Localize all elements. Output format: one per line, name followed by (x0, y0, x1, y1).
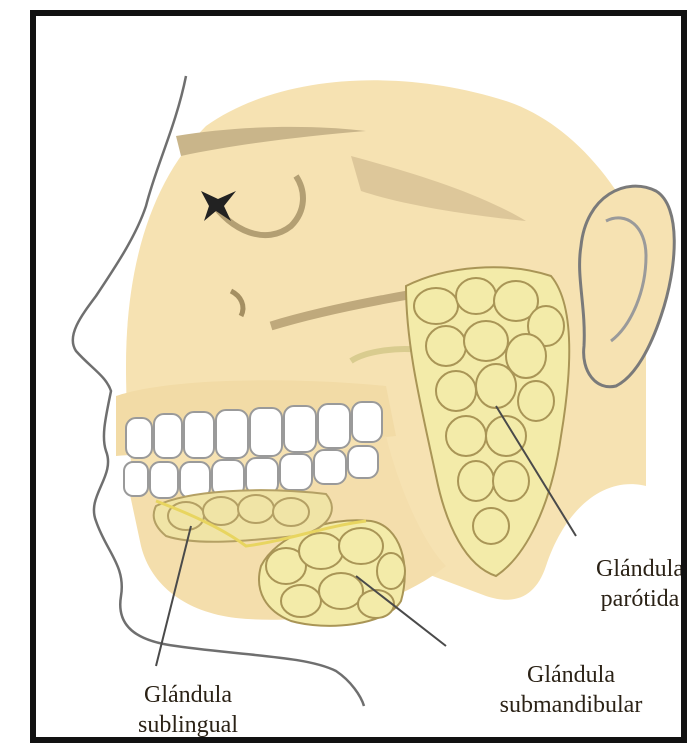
parotid-label: Glándula parótida (580, 554, 687, 614)
sublingual-label-line2: sublingual (108, 710, 268, 740)
sublingual-label: Glándula sublingual (108, 680, 268, 740)
sublingual-label-line1: Glándula (108, 680, 268, 710)
parotid-label-line2: parótida (580, 584, 687, 614)
submandibular-label: Glándula submandibular (456, 660, 686, 720)
submandibular-label-line2: submandibular (456, 690, 686, 720)
submandibular-label-line1: Glándula (456, 660, 686, 690)
figure-frame: Glándula parótida Glándula submandibular… (30, 10, 687, 743)
ear (580, 186, 675, 387)
head-illustration (36, 16, 681, 737)
parotid-label-line1: Glándula (580, 554, 687, 584)
